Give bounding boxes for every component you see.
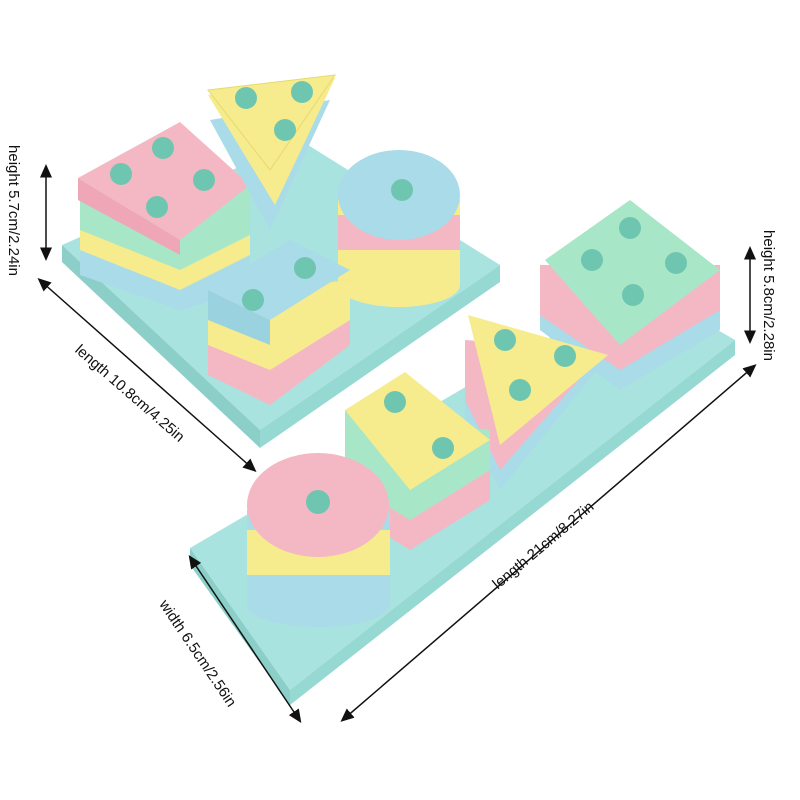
circle-stack [338, 150, 460, 307]
left-height-label: height 5.7cm/2.24in [4, 145, 22, 276]
dimension-arrows [37, 164, 757, 723]
right-height-label: height 5.8cm/2.28in [759, 230, 777, 361]
circle-stack-right [247, 453, 390, 627]
